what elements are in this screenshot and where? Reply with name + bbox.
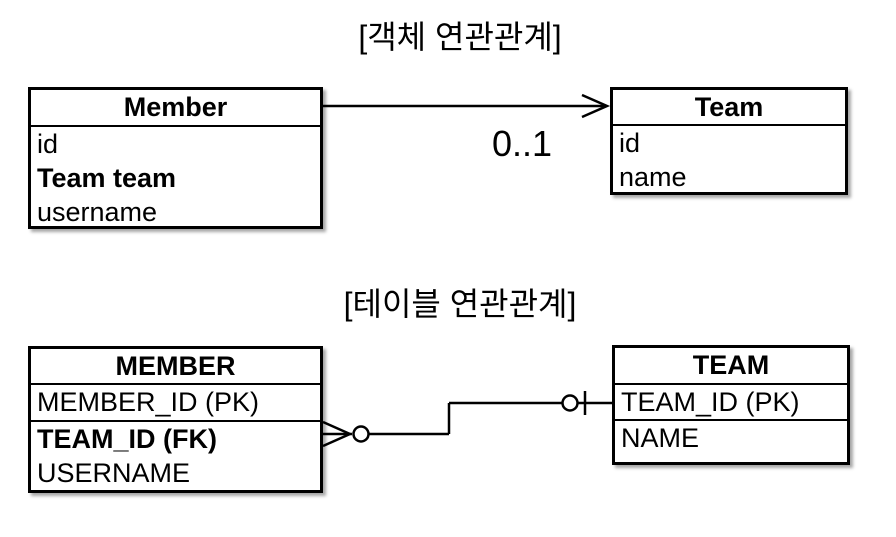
table-relationship-line [322,391,612,448]
team-table-box: TEAM TEAM_ID (PK) NAME [612,345,850,465]
member-table-pk-row: MEMBER_ID (PK) [31,385,320,422]
team-table-pk-row: TEAM_ID (PK) [615,385,847,421]
team-class-title: Team [613,90,845,126]
table-section-title: [테이블 연관관계] [343,286,577,322]
team-table-fields: NAME [615,421,847,455]
member-field-username: username [37,197,158,227]
team-field-id: id [619,128,641,158]
member-table-box: MEMBER MEMBER_ID (PK) TEAM_ID (FK) USERN… [28,346,323,493]
zero-circle-member-side-icon [352,425,370,443]
member-table-title: MEMBER [31,349,320,385]
member-class-box: Member id Team team username [28,87,323,229]
member-table-fields: TEAM_ID (FK) USERNAME [31,422,320,490]
team-table-field-name: NAME [621,423,700,453]
member-table-field-username: USERNAME [37,458,191,488]
team-class-fields: id name [613,126,845,194]
team-class-box: Team id name [610,87,848,195]
member-field-id: id [37,129,59,159]
team-field-name: name [619,162,687,192]
member-class-fields: id Team team username [31,127,320,229]
member-field-team: Team team [37,163,177,193]
association-multiplicity-label: 0..1 [492,123,553,164]
member-class-title: Member [31,90,320,127]
association-arrowhead-icon [581,93,611,119]
object-association-line [323,93,611,119]
team-table-title: TEAM [615,348,847,385]
member-table-field-teamid: TEAM_ID (FK) [37,424,217,454]
zero-circle-team-side-icon [561,394,579,412]
crow-foot-many-icon [322,420,352,448]
object-section-title: [객체 연관관계] [358,19,562,55]
